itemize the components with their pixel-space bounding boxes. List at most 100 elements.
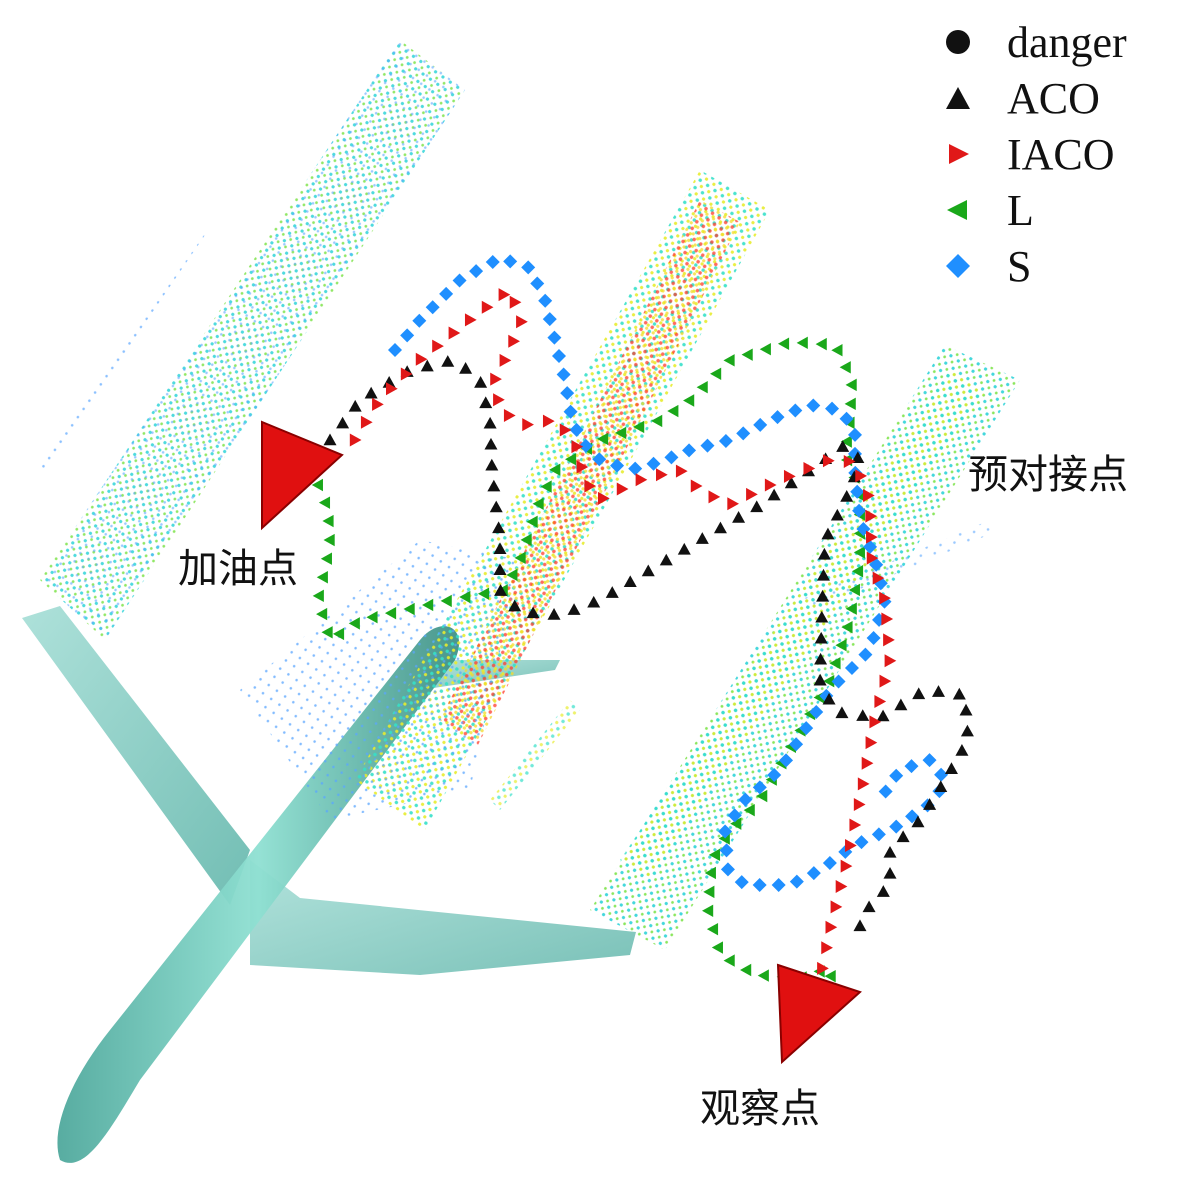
path-iaco-marker	[499, 353, 512, 367]
path-l-marker	[526, 515, 538, 528]
path-iaco-marker	[843, 455, 856, 469]
path-s-marker	[521, 260, 536, 275]
path-aco-marker	[587, 595, 601, 608]
path-l-marker	[540, 480, 552, 493]
path-iaco-marker	[817, 961, 829, 975]
path-aco-marker	[952, 687, 966, 700]
path-aco-marker	[641, 564, 655, 577]
path-iaco-marker	[432, 339, 444, 353]
path-l-marker	[723, 354, 735, 367]
path-l-marker	[348, 617, 360, 630]
path-iaco-marker	[400, 367, 413, 381]
path-iaco-marker	[865, 736, 878, 750]
path-iaco-marker	[879, 591, 891, 605]
path-s-marker	[425, 300, 440, 315]
path-aco-marker	[784, 476, 798, 489]
path-s-marker	[412, 313, 427, 328]
path-iaco-marker	[675, 464, 688, 478]
path-aco-marker	[830, 508, 844, 521]
path-l-marker	[851, 565, 864, 578]
path-aco-marker	[494, 584, 508, 596]
path-aco	[323, 355, 974, 932]
path-iaco-marker	[522, 418, 534, 432]
path-aco-marker	[605, 586, 619, 598]
path-aco-marker	[883, 866, 897, 879]
path-s-marker	[866, 631, 881, 646]
path-l-marker	[316, 607, 328, 621]
path-iaco-marker	[821, 941, 833, 955]
path-aco-marker	[677, 542, 691, 555]
path-l-marker	[459, 590, 471, 604]
path-l-marker	[710, 367, 722, 380]
path-iaco-marker	[783, 469, 796, 483]
path-aco-marker	[732, 510, 746, 523]
path-iaco-marker	[493, 393, 505, 407]
path-l-marker	[422, 598, 434, 612]
path-l-marker	[757, 969, 769, 982]
path-s-marker	[736, 426, 751, 441]
refuel-point-label: 加油点	[178, 546, 298, 592]
path-aco-marker	[815, 610, 829, 623]
path-iaco-marker	[415, 352, 428, 366]
path-aco-marker	[814, 652, 828, 665]
path-aco-marker	[547, 608, 561, 620]
path-aco-marker	[816, 568, 830, 581]
path-iaco-marker	[883, 633, 895, 647]
path-l-marker	[549, 463, 561, 476]
legend: danger ACO IACO L S	[935, 14, 1127, 294]
legend-item-s: S	[935, 238, 1127, 294]
path-aco-marker	[382, 376, 396, 388]
path-l-marker	[532, 497, 544, 510]
path-iaco-marker	[835, 879, 848, 893]
path-iaco-marker	[708, 490, 721, 504]
path-iaco-marker	[509, 295, 522, 309]
triangle-left-icon	[935, 190, 981, 230]
path-aco-marker	[484, 437, 498, 450]
path-l-marker	[845, 378, 857, 392]
path-aco-marker	[894, 698, 908, 711]
path-s-marker	[718, 434, 733, 449]
path-aco-marker	[814, 631, 828, 644]
path-aco-marker	[836, 440, 850, 452]
path-s-marker	[578, 438, 593, 453]
path-aco-marker	[853, 919, 867, 932]
legend-label: IACO	[1007, 129, 1115, 179]
path-s-marker	[569, 422, 584, 437]
path-iaco-marker	[881, 612, 894, 626]
path-iaco-marker	[825, 920, 838, 934]
path-iaco-marker	[869, 715, 882, 729]
path-aco-marker	[474, 376, 488, 388]
pre-dock-point-label: 预对接点	[968, 452, 1128, 498]
legend-item-iaco: IACO	[935, 126, 1127, 182]
path-iaco-marker	[845, 839, 857, 853]
path-iaco-marker	[360, 415, 373, 429]
path-aco-marker	[876, 709, 890, 722]
path-l-marker	[743, 803, 755, 817]
path-s-marker	[844, 661, 859, 676]
path-iaco-marker	[498, 288, 511, 302]
path-iaco-marker	[516, 315, 528, 329]
path-s-marker	[869, 557, 884, 572]
path-l-marker	[384, 606, 397, 620]
path-aco-marker	[489, 500, 503, 513]
path-l-marker	[829, 657, 841, 670]
path-s-marker	[904, 759, 919, 774]
path-s-marker	[485, 254, 500, 269]
path-iaco-marker	[385, 382, 398, 396]
path-l-marker	[708, 848, 721, 862]
path-aco-marker	[336, 416, 350, 429]
path-l-marker	[845, 602, 857, 615]
path-iaco-marker	[764, 478, 777, 492]
path-aco-marker	[840, 490, 854, 502]
path-s-marker	[400, 328, 415, 343]
legend-label: ACO	[1007, 73, 1100, 123]
path-l-marker	[312, 589, 324, 603]
legend-item-l: L	[935, 182, 1127, 238]
path-aco-marker	[492, 521, 506, 534]
path-aco-marker	[911, 815, 925, 828]
path-s-marker	[878, 784, 893, 799]
path-aco-marker	[856, 709, 870, 721]
observe-point-marker	[776, 963, 862, 1065]
path-l-marker	[615, 426, 627, 440]
path-l-marker	[831, 344, 843, 357]
